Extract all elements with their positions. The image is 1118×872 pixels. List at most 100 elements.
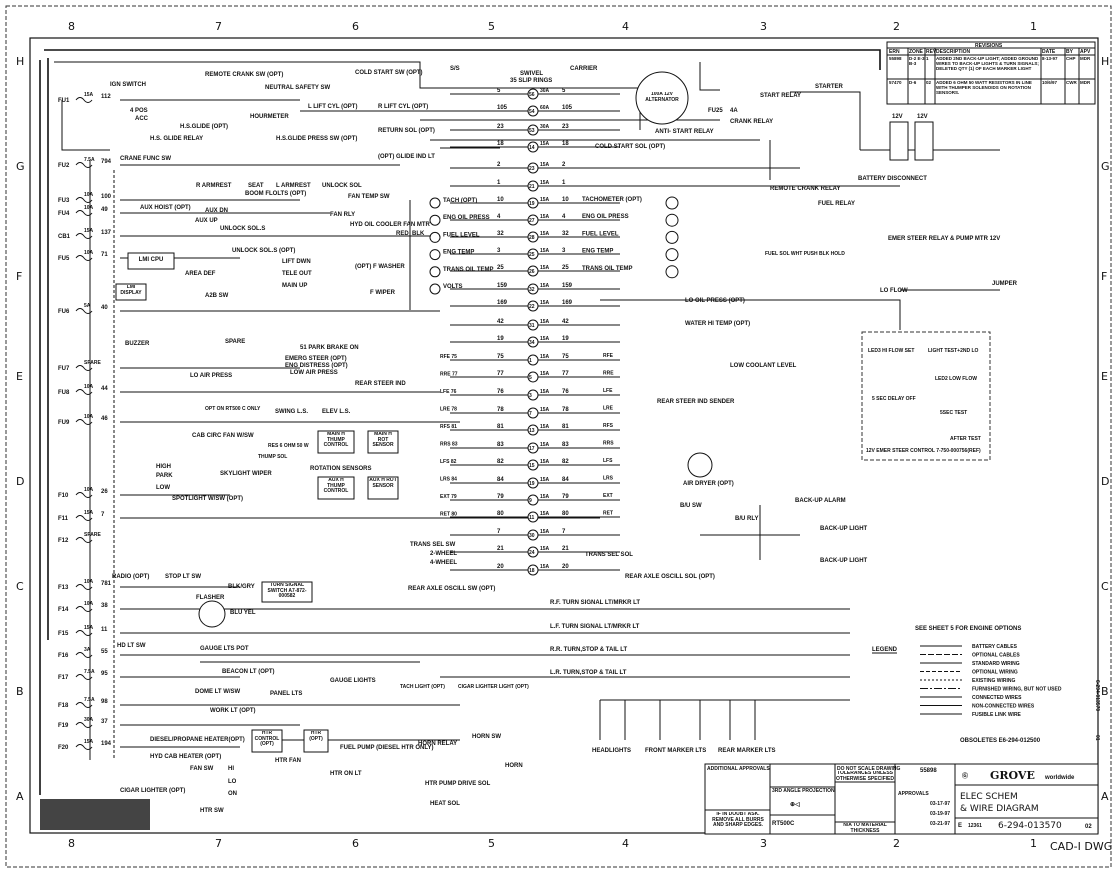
label: SWING L.S. <box>275 409 308 415</box>
proximity-switch-label: RFS <box>603 423 614 429</box>
fuse-icon <box>75 492 93 498</box>
htr-box <box>303 729 329 753</box>
slip-ring-number: 9 <box>529 498 532 504</box>
slip-ring-icon <box>527 336 539 348</box>
gauge-label: FUEL LEVEL <box>443 232 480 238</box>
slip-ring-amp: 15A <box>540 265 550 271</box>
label: BLU YEL <box>230 610 256 616</box>
sender-icon <box>665 196 679 210</box>
main-thump-control-label: MAIN H THUMP CONTROL <box>323 432 349 448</box>
slip-ring-number: 24 <box>529 550 535 556</box>
drawing-frame <box>29 37 1099 834</box>
label: ELEV L.S. <box>322 409 351 415</box>
slip-ring-amp: 15A <box>540 354 550 360</box>
slip-ring-number: 27 <box>529 218 535 224</box>
fuse-wire: 794 <box>101 159 112 165</box>
slip-ring-number: 19 <box>529 481 535 487</box>
slip-ring-icon <box>527 197 539 209</box>
wire-number: 76 <box>562 389 569 395</box>
wire-number: 75 <box>562 354 569 360</box>
label: LO OIL PRESS (OPT) <box>685 298 745 304</box>
slip-ring-amp: 15A <box>540 511 550 517</box>
fuse-rating: 7.5A <box>84 697 95 703</box>
fuse-wire: 95 <box>101 671 108 677</box>
label: HORN <box>505 763 523 769</box>
slip-ring-amp: 15A <box>540 442 550 448</box>
label: FLASHER <box>196 595 225 601</box>
lmi-display-label: LMI DISPLAY <box>120 285 142 296</box>
steer-switch-label: LFE 76 <box>440 389 457 395</box>
aux-thump-control-box <box>317 476 355 500</box>
slip-ring-icon <box>527 141 539 153</box>
label: LO FLOW <box>880 288 908 294</box>
label: LIFT DWN <box>282 259 311 265</box>
proximity-switch-label: RRS <box>603 441 614 447</box>
label: FRONT MARKER LTS <box>645 748 706 754</box>
label: IGN SWITCH <box>110 82 146 88</box>
label: REAR STEER IND <box>355 381 406 387</box>
zone-column-label: 6 <box>352 837 359 850</box>
wire-number: 79 <box>562 494 569 500</box>
legend-item: CONNECTED WIRES <box>972 695 1022 701</box>
slip-ring-icon <box>527 283 539 295</box>
legend-item: NON-CONNECTED WIRES <box>972 704 1035 710</box>
fuse-rating: 15A <box>84 510 94 516</box>
slip-ring-number: 3 <box>529 393 532 399</box>
slip-ring-number: 26 <box>529 269 535 275</box>
fuse-rating: 3A <box>84 647 91 653</box>
slip-ring-amp: 15A <box>540 564 550 570</box>
wire-number: 21 <box>497 546 504 552</box>
wire-number: 80 <box>497 511 504 517</box>
approval-date: 03-19-97 <box>930 811 950 817</box>
battery-1 <box>889 121 909 161</box>
revisions-title: REVISIONS <box>975 43 1003 49</box>
label: COLD START SOL (OPT) <box>595 144 665 150</box>
label: DOME LT W/SW <box>195 689 241 695</box>
slip-ring-icon <box>527 231 539 243</box>
slip-ring-number: 22 <box>529 304 535 310</box>
fuse-wire: 112 <box>101 94 111 100</box>
zone-row-label: D <box>16 475 24 488</box>
wire-number: 23 <box>562 124 569 130</box>
label: ROTATION SENSORS <box>310 466 371 472</box>
fuse-rating: 10A <box>84 384 94 390</box>
label: L.R. TURN,STOP & TAIL LT <box>550 670 627 676</box>
revision-header: ZONE <box>909 49 924 55</box>
sender-icon <box>665 265 679 279</box>
label: EMERG STEER (OPT) <box>285 356 347 362</box>
fuse-id: FU1 <box>58 98 70 104</box>
slip-ring-number: 15 <box>529 463 535 469</box>
fuse-rating: 7.5A <box>84 157 95 163</box>
slip-ring-number: 34 <box>529 340 535 346</box>
revision-header: DESCRIPTION <box>936 49 971 55</box>
label: LOW <box>156 485 170 491</box>
label: WORK LT (OPT) <box>210 708 256 714</box>
label: HD LT SW <box>117 643 146 649</box>
legend-item: FUSIBLE LINK WIRE <box>972 712 1022 718</box>
label: LED3 HI FLOW SET <box>868 348 914 354</box>
wire-number: 81 <box>562 424 569 430</box>
label: THUMP SOL <box>258 454 287 460</box>
slip-ring-icon <box>527 354 539 366</box>
label: HOURMETER <box>250 114 289 120</box>
fuse-wire: 7 <box>101 512 105 518</box>
label: LED2 LOW FLOW <box>935 376 977 382</box>
label: CARRIER <box>570 66 598 72</box>
label: GAUGE LIGHTS <box>330 678 376 684</box>
fuse-id: F13 <box>58 585 69 591</box>
label: SWIVEL <box>520 71 543 77</box>
label: LO <box>228 779 237 785</box>
label: R LIFT CYL (OPT) <box>378 104 428 110</box>
sender-label: ENG TEMP <box>582 249 613 255</box>
fuse-wire: 100 <box>101 194 112 200</box>
label: EMER STEER RELAY & PUMP MTR 12V <box>888 236 1000 242</box>
label: HEADLIGHTS <box>592 748 631 754</box>
label: START RELAY <box>760 93 801 99</box>
steer-switch-label: RRS 83 <box>440 442 458 448</box>
fuse-id: F17 <box>58 675 69 681</box>
fuse-rating: 10A <box>84 192 94 198</box>
fuse-rating: 15A <box>84 739 94 745</box>
label: TRANS SEL SW <box>410 542 456 548</box>
